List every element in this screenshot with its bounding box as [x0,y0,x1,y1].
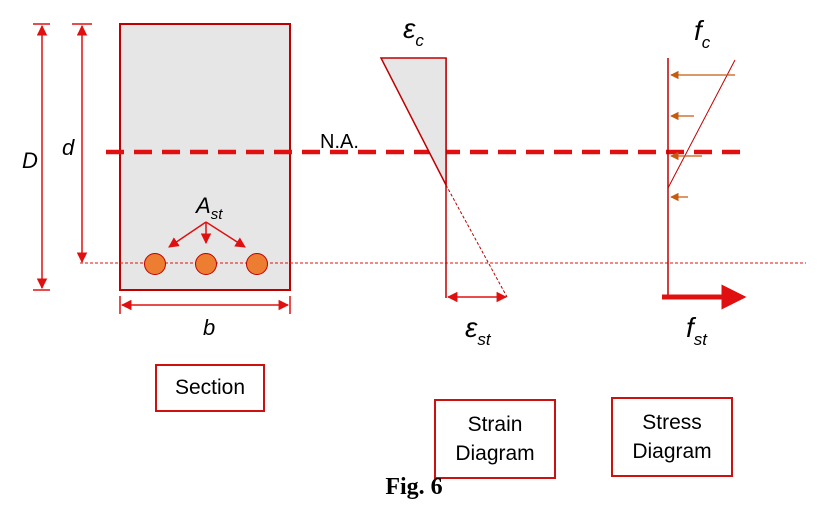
beam-section [119,23,291,291]
dimension-D-label: D [22,148,38,173]
rebars [144,253,268,275]
strain-box-line2: Diagram [455,442,535,465]
dimension-b [119,296,291,314]
stress-steel-label: fst [686,312,708,349]
figure-caption: Fig. 6 [385,474,443,500]
stress-diagram [662,58,747,310]
rebar [195,253,217,275]
stress-box-line1: Stress [642,410,702,434]
section-box-label: Section [174,376,246,400]
compression-strain-triangle [379,57,447,186]
strain-top-label: εc [403,13,424,50]
ast-label: Ast [194,193,223,223]
dimension-d-label: d [62,135,75,160]
rebar [246,253,268,275]
concrete-section [119,23,291,291]
dimension-D [33,23,50,291]
strain-extension-line [445,184,508,298]
strain-box-line1: Strain [467,412,523,436]
strain-diagram-box: Strain Diagram [434,399,556,479]
rebar [144,253,166,275]
strain-steel-label: εst [465,312,492,349]
stress-diagram-box: Stress Diagram [611,397,733,477]
dimension-b-label: b [203,315,215,340]
stress-box-line2: Diagram [632,440,712,463]
stress-profile-line [667,59,736,189]
strain-diagram [379,57,508,303]
dimension-d [72,23,92,264]
neutral-axis-label: N.A. [320,131,359,153]
stress-top-label: fc [694,15,711,52]
section-box: Section [155,364,265,412]
ast-pointers [168,221,246,248]
